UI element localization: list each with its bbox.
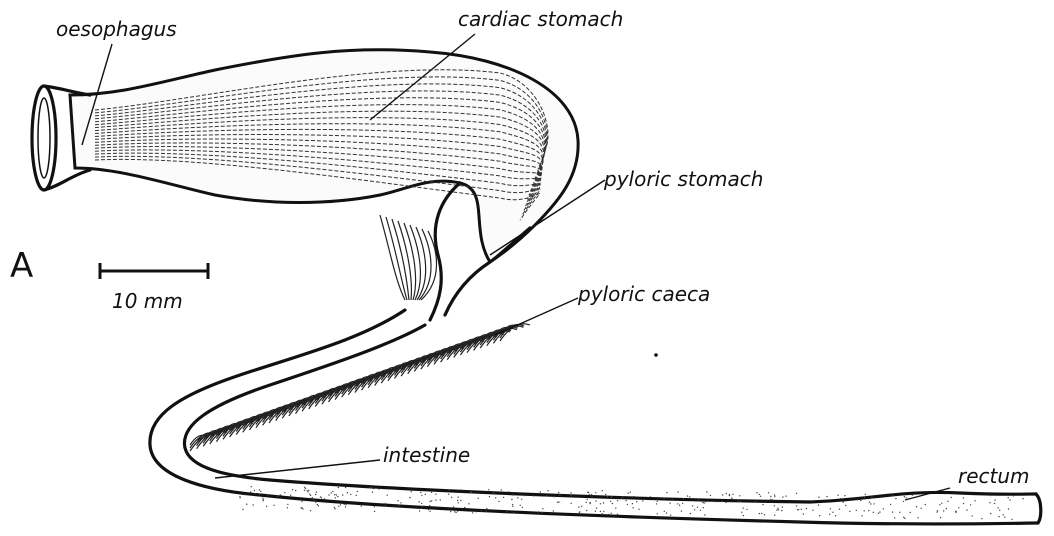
- upper-caeca-tuft: [380, 215, 437, 300]
- label-pyloric-caeca: pyloric caeca: [577, 282, 710, 306]
- scale-bar: [100, 263, 208, 279]
- panel-letter: A: [10, 246, 33, 286]
- cardiac-stomach-drawing: [70, 50, 578, 262]
- stray-dot: [654, 353, 658, 357]
- leader-pyloric-caeca: [495, 298, 578, 335]
- pyloric-caeca-drawing: [190, 324, 530, 451]
- label-rectum: rectum: [958, 464, 1030, 488]
- scale-bar-label: 10 mm: [112, 289, 183, 313]
- label-pyloric-stomach: pyloric stomach: [603, 167, 763, 191]
- leader-intestine: [215, 460, 380, 478]
- label-oesophagus: oesophagus: [56, 17, 177, 41]
- label-intestine: intestine: [383, 443, 470, 467]
- label-cardiac-stomach: cardiac stomach: [458, 7, 623, 31]
